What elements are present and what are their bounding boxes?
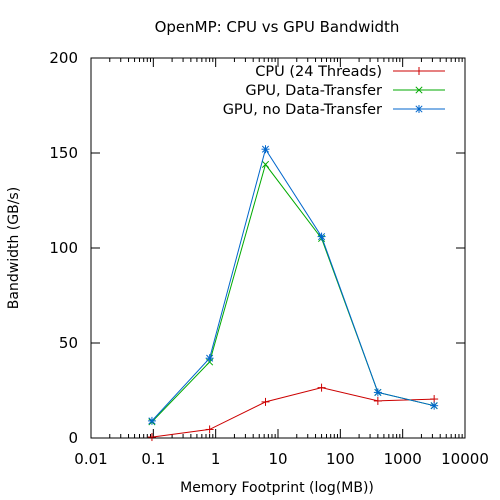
y-tick-label: 200	[49, 49, 78, 67]
y-axis-label: Bandwidth (GB/s)	[6, 187, 22, 309]
x-tick-label: 1	[211, 450, 221, 468]
x-tick-label: 1000	[384, 450, 422, 468]
data-point-2-0	[147, 416, 156, 425]
data-point-0-3	[317, 383, 326, 392]
x-tick-label: 10	[268, 450, 287, 468]
chart-title: OpenMP: CPU vs GPU Bandwidth	[155, 18, 400, 36]
series-layer	[147, 145, 439, 442]
x-tick-label: 100	[326, 450, 355, 468]
legend-label: CPU (24 Threads)	[255, 64, 382, 80]
y-tick-label: 0	[68, 429, 78, 447]
data-point-2-2	[261, 145, 270, 154]
data-point-0-1	[205, 425, 214, 434]
y-axis: 0 50 100 150 200	[49, 49, 465, 447]
data-point-0-0	[147, 433, 156, 442]
x-axis-label: Memory Footprint (log(MB))	[180, 480, 374, 496]
x-axis: 0.01 0.1 1 10 100 1000 10000	[74, 58, 489, 468]
legend-label: GPU, no Data-Transfer	[223, 102, 382, 118]
legend-marker-0	[415, 67, 423, 75]
data-point-2-5	[430, 401, 439, 410]
x-tick-label: 10000	[441, 450, 489, 468]
series-line-1	[151, 163, 435, 423]
legend-marker-1	[415, 86, 423, 94]
data-point-0-4	[373, 396, 382, 405]
y-tick-label: 150	[49, 144, 78, 162]
series-line-0	[151, 387, 435, 438]
legend-marker-2	[415, 105, 423, 113]
series-line-2	[151, 147, 435, 422]
legend-label: GPU, Data-Transfer	[245, 83, 382, 99]
y-tick-label: 50	[59, 334, 78, 352]
data-point-0-2	[261, 397, 270, 406]
x-tick-label: 0.01	[74, 450, 107, 468]
data-point-2-3	[317, 232, 326, 241]
data-point-1-2	[261, 160, 270, 168]
x-tick-label: 0.1	[141, 450, 165, 468]
data-point-2-4	[373, 388, 382, 397]
y-tick-label: 100	[49, 239, 78, 257]
data-point-2-1	[205, 354, 214, 363]
